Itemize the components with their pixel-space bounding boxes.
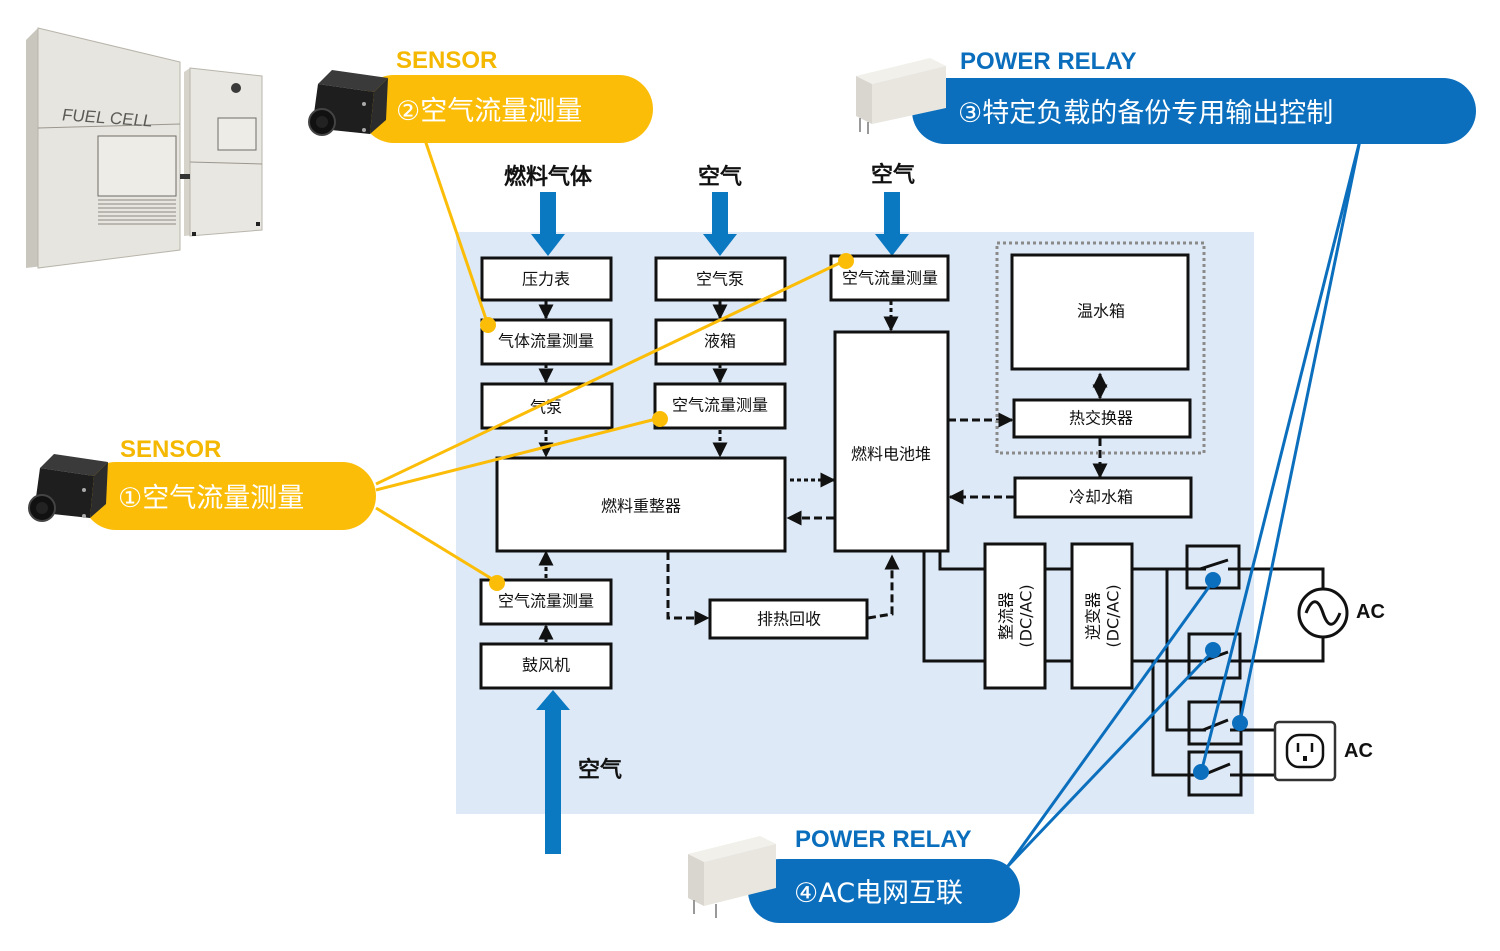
callout-relay-4[interactable]: POWER RELAY ④AC电网互联 xyxy=(748,826,1020,923)
svg-text:气体流量测量: 气体流量测量 xyxy=(498,332,594,351)
block-fuel-reformer: 燃料重整器 xyxy=(495,456,787,553)
callout-relay-3-text: ③特定负载的备份专用输出控制 xyxy=(958,98,1333,129)
svg-text:空气流量测量: 空气流量测量 xyxy=(842,269,938,288)
block-fuel-cell-stack: 燃料电池堆 xyxy=(833,330,950,553)
fuel-gas-arrow-icon xyxy=(531,192,565,256)
block-liquid-tank: 液箱 xyxy=(654,318,787,366)
relay-leader-lines xyxy=(1006,139,1362,868)
relay-device-icon-top xyxy=(856,58,946,134)
sensor-point-air-flow-mid xyxy=(652,411,668,427)
callout-relay-3[interactable]: POWER RELAY ③特定负载的备份专用输出控制 xyxy=(912,48,1476,144)
callout-sensor-1-category: SENSOR xyxy=(120,436,221,463)
svg-text:(DC/AC): (DC/AC) xyxy=(1017,584,1036,647)
svg-text:排热回收: 排热回收 xyxy=(757,610,821,629)
air-inlet-arrow-icon-1 xyxy=(703,192,737,256)
callout-sensor-1[interactable]: SENSOR ①空气流量测量 xyxy=(82,436,376,530)
air-inlet-arrow-icon-bottom xyxy=(536,690,570,854)
callout-sensor-2[interactable]: SENSOR ②空气流量测量 xyxy=(360,47,653,143)
svg-text:逆变器: 逆变器 xyxy=(1084,592,1103,640)
air-inlet-arrow-icon-2 xyxy=(875,192,909,256)
ac-source-label: AC xyxy=(1356,601,1385,623)
ac-source-icon xyxy=(1297,587,1349,639)
block-hot-water-tank: 温水箱 xyxy=(1010,253,1190,371)
svg-text:冷却水箱: 冷却水箱 xyxy=(1069,488,1133,507)
ac-outlet-label: AC xyxy=(1344,740,1373,762)
sensor-point-air-flow-bottom xyxy=(489,575,505,591)
input-label-fuel-gas: 燃料气体 xyxy=(504,164,593,190)
svg-text:鼓风机: 鼓风机 xyxy=(522,656,570,675)
svg-text:液箱: 液箱 xyxy=(704,332,736,351)
svg-text:热交换器: 热交换器 xyxy=(1069,409,1133,428)
relay-point-2 xyxy=(1205,642,1221,658)
block-blower: 鼓风机 xyxy=(479,642,613,690)
sensor-point-gas-flow xyxy=(480,317,496,333)
callout-sensor-1-text: ①空气流量测量 xyxy=(118,483,304,514)
block-heat-exchanger: 热交换器 xyxy=(1012,398,1192,439)
svg-text:整流器: 整流器 xyxy=(997,592,1016,640)
callout-sensor-2-text: ②空气流量测量 xyxy=(396,96,582,127)
input-label-air-bottom: 空气 xyxy=(578,757,622,783)
relay-point-3 xyxy=(1232,715,1248,731)
sensor-point-air-flow-top xyxy=(838,253,854,269)
callout-relay-4-category: POWER RELAY xyxy=(795,826,971,853)
input-label-air-2: 空气 xyxy=(871,162,915,188)
sensor-device-icon-left xyxy=(28,454,108,522)
block-air-flow-mid: 空气流量测量 xyxy=(653,382,787,430)
svg-text:空气泵: 空气泵 xyxy=(696,270,744,289)
block-rectifier: 整流器 (DC/AC) xyxy=(983,542,1047,690)
relay-point-1 xyxy=(1205,572,1221,588)
relay-point-4 xyxy=(1193,764,1209,780)
block-inverter: 逆变器 (DC/AC) xyxy=(1070,542,1134,690)
svg-text:燃料重整器: 燃料重整器 xyxy=(601,497,681,516)
svg-text:压力表: 压力表 xyxy=(522,270,570,289)
fuel-cell-product-image: FUEL CELL xyxy=(26,27,263,269)
svg-text:空气流量测量: 空气流量测量 xyxy=(672,396,768,415)
block-gas-pump: 气泵 xyxy=(480,382,614,430)
block-cooling-tank: 冷却水箱 xyxy=(1013,476,1193,519)
svg-text:(DC/AC): (DC/AC) xyxy=(1104,584,1123,647)
heat-unit-group xyxy=(995,241,1206,455)
block-pressure-gauge: 压力表 xyxy=(480,256,613,302)
relay-device-icon-bottom xyxy=(688,836,776,918)
callout-relay-4-text: ④AC电网互联 xyxy=(794,878,963,909)
svg-text:燃料电池堆: 燃料电池堆 xyxy=(851,445,931,464)
ac-outlet-icon xyxy=(1273,720,1337,782)
block-gas-flow: 气体流量测量 xyxy=(480,318,613,366)
sensor-device-icon-top xyxy=(308,70,388,136)
svg-text:温水箱: 温水箱 xyxy=(1077,302,1125,321)
callout-sensor-2-category: SENSOR xyxy=(396,47,497,74)
svg-text:空气流量测量: 空气流量测量 xyxy=(498,592,594,611)
sensor-leader-lines xyxy=(375,139,847,584)
block-exhaust-heat-recovery: 排热回收 xyxy=(708,598,869,640)
callout-relay-3-category: POWER RELAY xyxy=(960,48,1136,75)
input-label-air-1: 空气 xyxy=(698,164,742,190)
svg-text:气泵: 气泵 xyxy=(530,398,562,417)
block-air-pump: 空气泵 xyxy=(654,256,787,302)
